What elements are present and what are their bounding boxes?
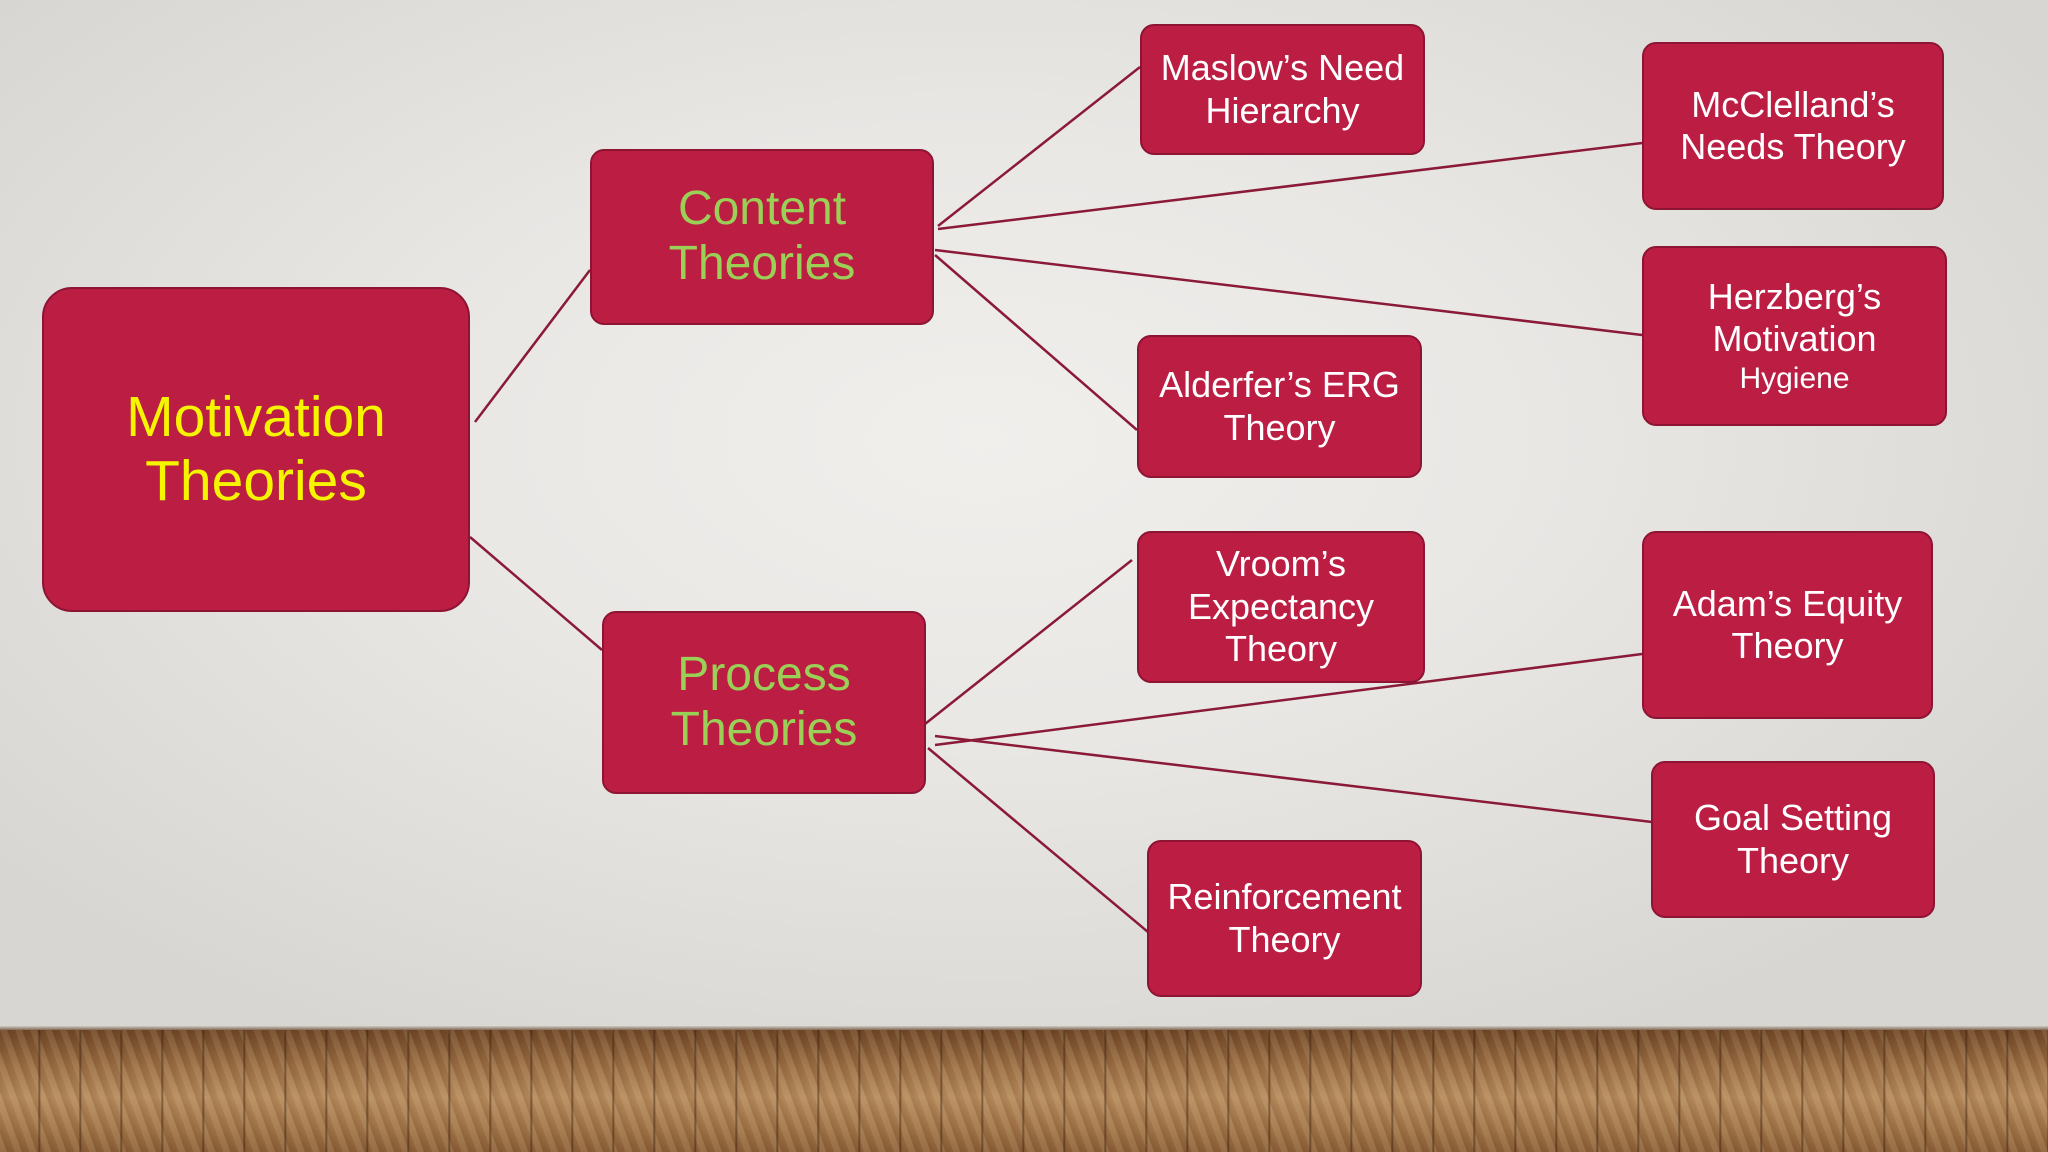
connector-root-process bbox=[469, 536, 603, 651]
category-node-process-theories: Process Theories bbox=[602, 611, 926, 794]
theory-label-line: Theory bbox=[1224, 628, 1338, 670]
category-node-content-theories: Content Theories bbox=[590, 149, 934, 325]
theory-node-mcclelland: McClelland’s Needs Theory bbox=[1642, 42, 1944, 210]
theory-label-line: Herzberg’s bbox=[1707, 275, 1882, 317]
theory-label-line: Reinforcement bbox=[1167, 876, 1402, 918]
theory-label-line: Theory bbox=[1228, 918, 1341, 960]
floor-edge bbox=[0, 1026, 2048, 1032]
connector-process-vroom bbox=[924, 559, 1133, 725]
connector-content-maslow bbox=[937, 66, 1141, 227]
theory-node-herzberg: Herzberg’s Motivation Hygiene bbox=[1642, 246, 1947, 426]
connector-process-reinforcement bbox=[927, 747, 1149, 933]
theory-label-line: Alderfer’s ERG bbox=[1159, 364, 1400, 406]
root-label-line: Motivation bbox=[126, 384, 386, 449]
category-label-line: Theories bbox=[670, 702, 858, 756]
root-label-line: Theories bbox=[145, 448, 367, 513]
connector-process-goal bbox=[934, 734, 1653, 824]
theory-node-maslow: Maslow’s Need Hierarchy bbox=[1140, 24, 1425, 155]
theory-label-line: Expectancy bbox=[1187, 585, 1375, 627]
connector-content-alderfer bbox=[934, 254, 1138, 431]
theory-label-line: Hierarchy bbox=[1205, 89, 1360, 131]
theory-label-line: Vroom’s bbox=[1215, 543, 1347, 585]
theory-label-line: Maslow’s Need bbox=[1160, 47, 1405, 89]
theory-label-line: Theory bbox=[1731, 625, 1844, 666]
category-label-line: Content bbox=[677, 182, 847, 236]
theory-label-line: Motivation bbox=[1712, 318, 1877, 360]
theory-label-line: Needs Theory bbox=[1680, 126, 1906, 167]
connector-root-content bbox=[474, 269, 591, 423]
connector-content-herzberg bbox=[934, 248, 1643, 337]
theory-label-line: Theory bbox=[1736, 839, 1850, 881]
theory-label-line: McClelland’s bbox=[1691, 83, 1895, 125]
theory-label-line: Theory bbox=[1223, 406, 1336, 448]
connector-process-adam bbox=[934, 652, 1643, 747]
theory-node-goal-setting: Goal Setting Theory bbox=[1651, 761, 1935, 918]
theory-label-line: Hygiene bbox=[1739, 361, 1850, 395]
connector-content-mcclelland bbox=[937, 141, 1643, 231]
theory-node-alderfer: Alderfer’s ERG Theory bbox=[1137, 335, 1422, 478]
category-label-line: Theories bbox=[668, 237, 856, 290]
category-label-line: Process bbox=[677, 647, 851, 701]
theory-label-line: Adam’s Equity bbox=[1672, 582, 1903, 624]
root-node-motivation-theories: Motivation Theories bbox=[42, 287, 470, 612]
theory-node-adam: Adam’s Equity Theory bbox=[1642, 531, 1933, 719]
wood-floor bbox=[0, 1030, 2048, 1152]
theory-label-line: Goal Setting bbox=[1693, 797, 1893, 839]
theory-node-vroom: Vroom’s Expectancy Theory bbox=[1137, 531, 1425, 683]
theory-node-reinforcement: Reinforcement Theory bbox=[1147, 840, 1422, 997]
